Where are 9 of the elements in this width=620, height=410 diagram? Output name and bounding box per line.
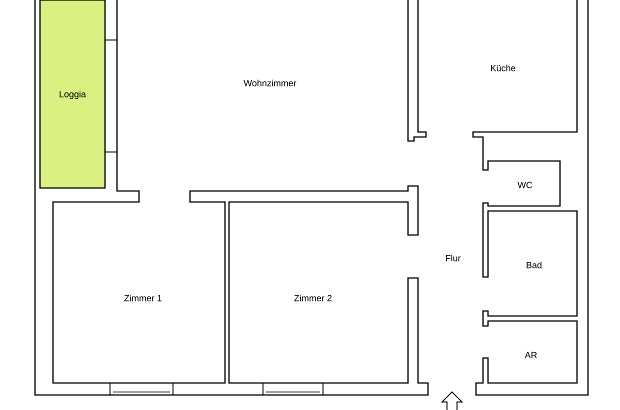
room-label: Zimmer 1	[124, 294, 162, 302]
room-label: WC	[518, 182, 532, 188]
room-label: Wohnzimmer	[244, 80, 296, 86]
room-area: Loggia	[39, 0, 106, 189]
room-label: AR	[524, 352, 537, 358]
room-label: Flur	[446, 254, 461, 262]
room-label: Bad	[526, 262, 542, 268]
room-label: Zimmer 2	[294, 294, 332, 302]
room-label: Küche	[490, 64, 516, 72]
